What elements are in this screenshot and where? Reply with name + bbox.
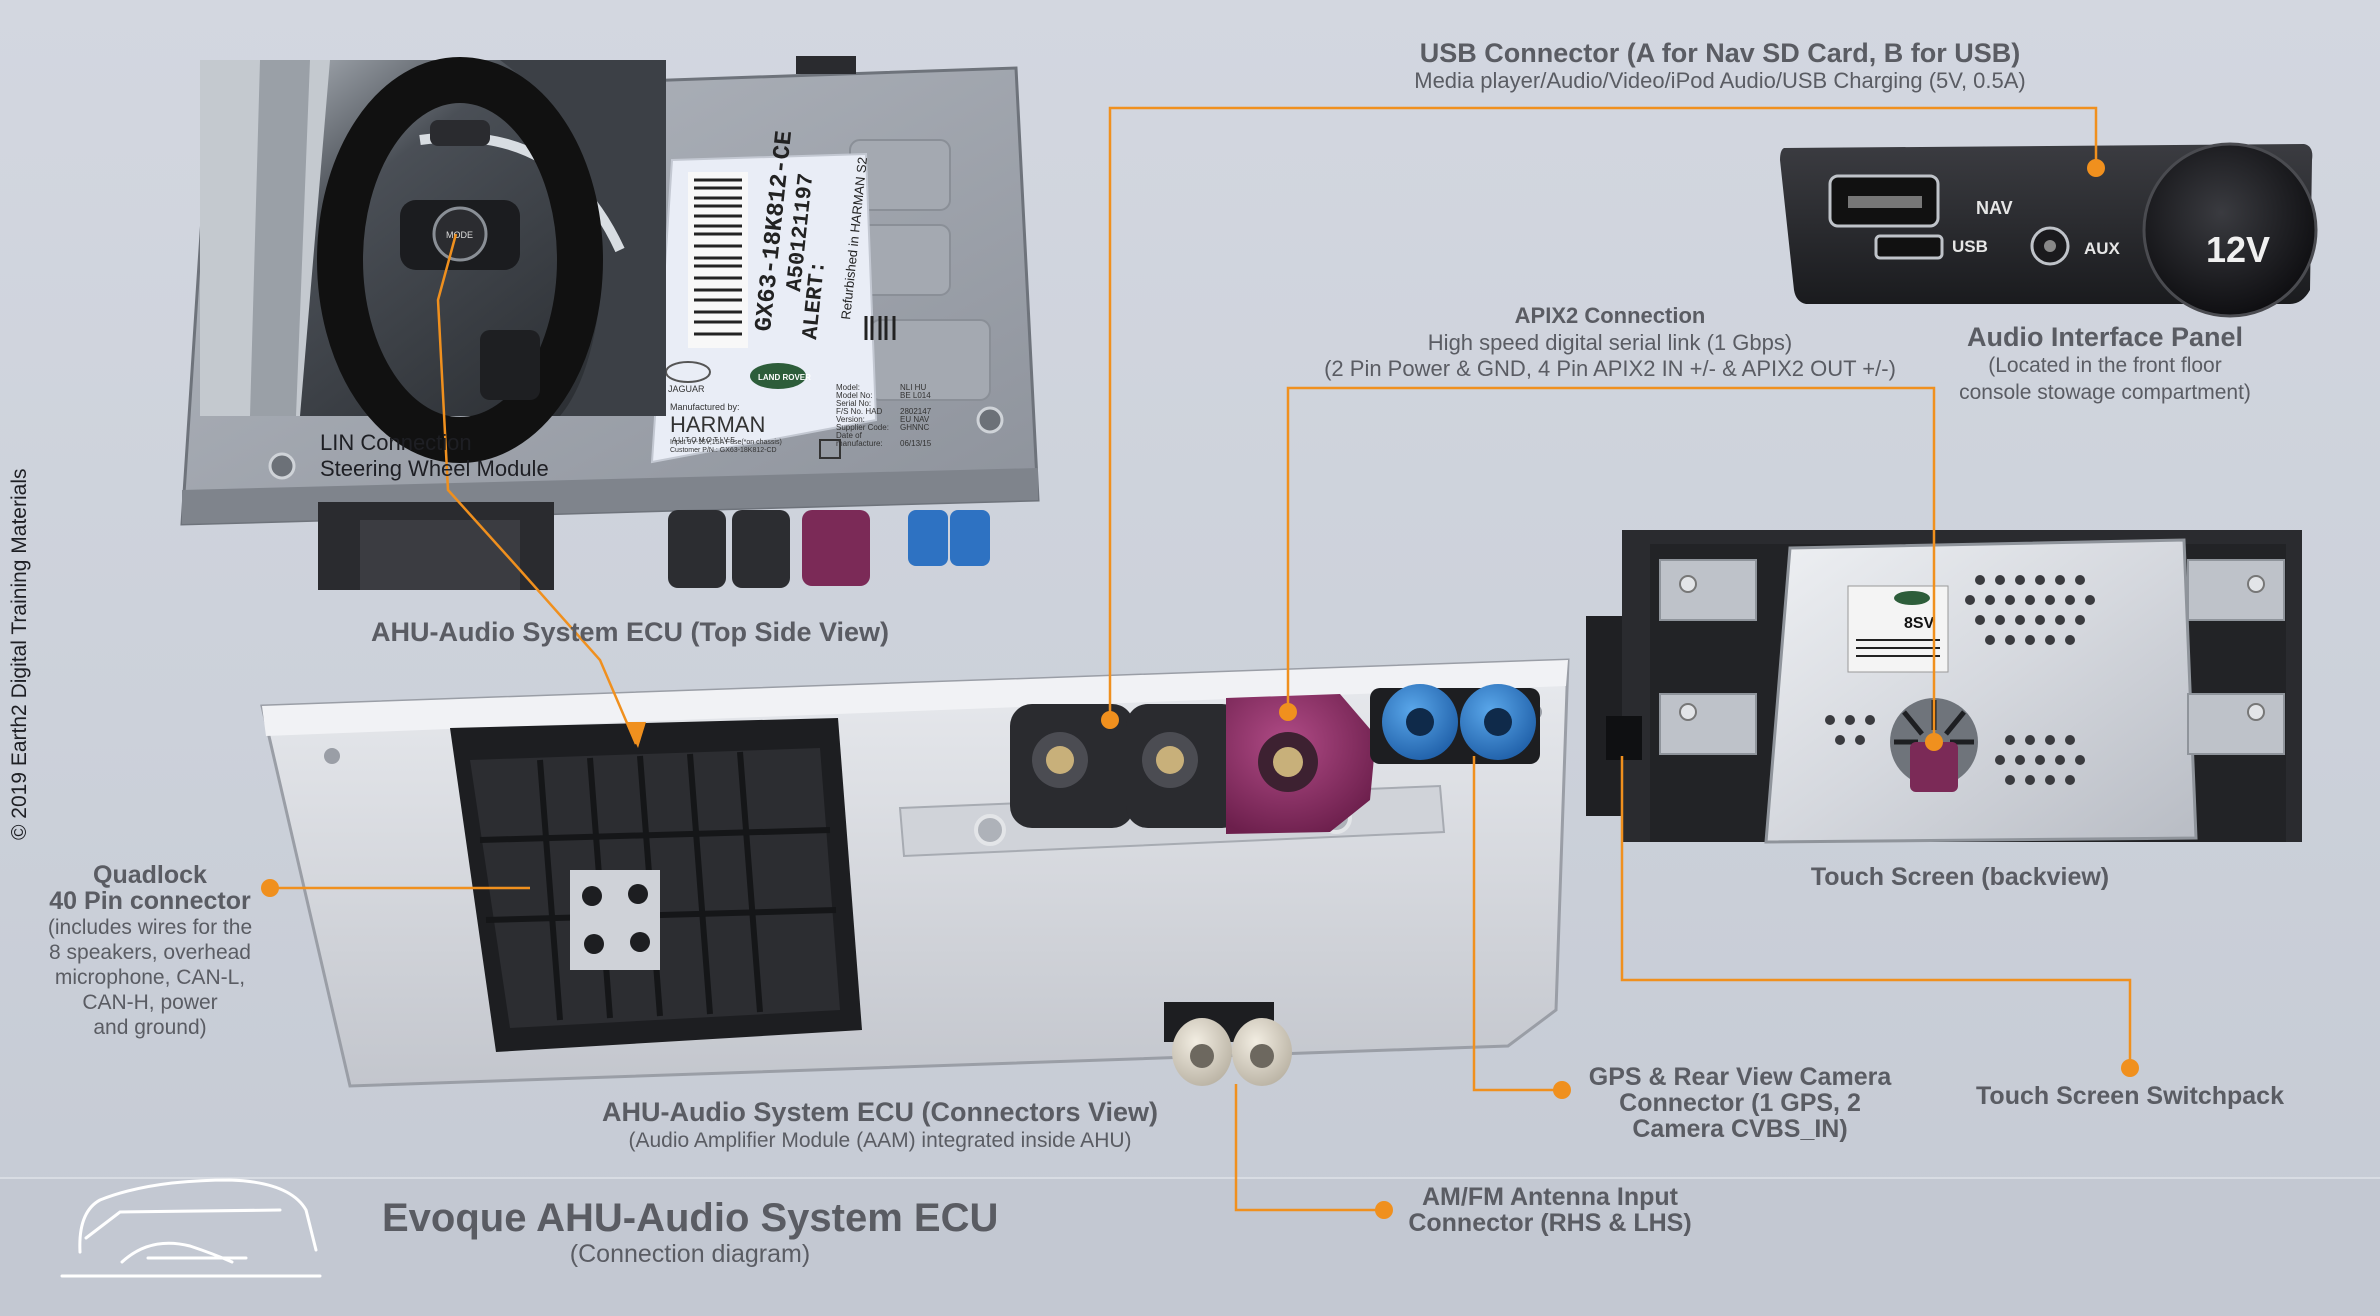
apix2-callout-line [1286, 386, 1936, 740]
apix2-callout-title: APIX2 Connection [1514, 303, 1706, 328]
ecu-label-value: BE L014 [900, 391, 931, 400]
apix2-plum-connector-photo [1226, 694, 1376, 834]
ecu-label-field: Date of [836, 431, 863, 440]
usb-port-label: USB [1952, 237, 1988, 256]
ecu-label-field: Model: [836, 383, 860, 392]
am-fm-callout-line1: AM/FM Antenna Input [1422, 1183, 1678, 1211]
nav-slot-label: NAV [1976, 198, 2013, 218]
ecu-label-field: manufacture: [836, 439, 883, 448]
apix2-callout-sub2: (2 Pin Power & GND, 4 Pin APIX2 IN +/- &… [1324, 356, 1896, 381]
quadlock-sub1: (includes wires for the [47, 916, 253, 939]
quadlock-sub3: microphone, CAN-L, [54, 966, 246, 989]
screen-label-code: 8SV [1904, 615, 1935, 632]
ecu-top-view-photo: GX63-18K812-CE A50121197 ALERT: Refurbis… [180, 56, 1040, 590]
ecu-label-field: Serial No: [836, 399, 871, 408]
quadlock-sub2: 8 speakers, overhead [49, 941, 251, 964]
car-outline-icon [60, 1178, 322, 1278]
lin-callout-line2: Steering Wheel Module [320, 456, 549, 481]
ecu-customer-pn: Customer P/N.: GX63-18K812-CD [670, 447, 777, 454]
connectors-view-sub: (Audio Amplifier Module (AAM) integrated… [628, 1129, 1132, 1152]
page-title: Evoque AHU-Audio System ECU [382, 1196, 999, 1240]
apix-black-connectors-photo [1010, 704, 1244, 828]
quadlock-sub5: and ground) [93, 1016, 207, 1039]
wheel-mode-button-label: MODE [446, 230, 473, 240]
connectors-view-title: AHU-Audio System ECU (Connectors View) [601, 1097, 1159, 1127]
gps-callout-line1: GPS & Rear View Camera [1588, 1063, 1892, 1091]
am-fm-cream-connectors-photo [1164, 1002, 1292, 1086]
ecu-label-field: Supplier Code: [836, 423, 889, 432]
audio-panel-title: Audio Interface Panel [1966, 322, 2244, 352]
jaguar-logo-text: JAGUAR [668, 384, 705, 394]
switchpack-label: Touch Screen Switchpack [1976, 1082, 2284, 1110]
usb-callout-title: USB Connector (A for Nav SD Card, B for … [1419, 38, 2021, 68]
harman-logo: HARMAN [670, 412, 765, 437]
footer-band [0, 1178, 2380, 1316]
am-fm-callout-line2: Connector (RHS & LHS) [1408, 1209, 1692, 1237]
copyright-note: © 2019 Earth2 Digital Training Materials [8, 468, 31, 841]
power-outlet-label: 12V [2206, 229, 2270, 270]
lin-callout-line1: LIN Connection [320, 430, 472, 455]
lin-callout-arrow [626, 722, 646, 748]
gps-callout-line3: Camera CVBS_IN) [1632, 1115, 1848, 1143]
ecu-manufactured-by: Manufactured by: [670, 402, 740, 412]
gps-callout-line [1472, 756, 1562, 1092]
page-subtitle: (Connection diagram) [569, 1240, 811, 1268]
usb-callout-line [1108, 106, 2098, 716]
audio-panel-sub1: (Located in the front floor [1988, 354, 2222, 377]
ecu-input-rating: Input 9V-16V,15A Fuse(*on chassis) [670, 439, 782, 446]
steering-wheel-photo: MODE [200, 57, 666, 463]
ecu-label-value: NLI HU [900, 383, 926, 392]
ecu-label-value: 06/13/15 [900, 439, 932, 448]
top-view-label: AHU-Audio System ECU (Top Side View) [370, 617, 890, 647]
land-rover-logo-text: LAND ROVER [758, 373, 811, 382]
usb-callout-sub: Media player/Audio/Video/iPod Audio/USB … [1414, 68, 2026, 93]
gps-callout-line2: Connector (1 GPS, 2 [1619, 1089, 1861, 1117]
ecu-label-value: EU NAV [900, 415, 930, 424]
audio-interface-panel-photo: NAV USB AUX 12V [1780, 142, 2318, 318]
ecu-label-value: 2802147 [900, 407, 932, 416]
callout-dots [261, 159, 2139, 1219]
ecu-label-value: GHNNC [900, 423, 930, 432]
aux-port-label: AUX [2084, 239, 2121, 258]
gps-camera-blue-connectors-photo [1370, 684, 1540, 764]
lin-callout-line [436, 233, 638, 745]
ecu-label-field: Model No: [836, 391, 872, 400]
apix2-callout-sub1: High speed digital serial link (1 Gbps) [1427, 330, 1793, 355]
am-fm-callout-line [1234, 1084, 1384, 1212]
ecu-label-field: Version: [836, 415, 865, 424]
quadlock-sub4: CAN-H, power [82, 991, 218, 1014]
ecu-label-field: F/S No. HAD [836, 407, 882, 416]
quadlock-title1: Quadlock [93, 861, 207, 889]
touch-screen-label: Touch Screen (backview) [1810, 863, 2110, 891]
switchpack-callout-line [1620, 756, 2132, 1068]
audio-panel-sub2: console stowage compartment) [1959, 381, 2251, 404]
callout-lines [270, 106, 2132, 1212]
harman-sub: A U T O M O T I V E [672, 437, 735, 444]
ecu-connectors-view-photo [260, 658, 1570, 1088]
quadlock-connector-photo [450, 718, 862, 1052]
quadlock-title2: 40 Pin connector [49, 887, 251, 915]
touch-screen-backview-photo: 8SV [1586, 530, 2302, 844]
